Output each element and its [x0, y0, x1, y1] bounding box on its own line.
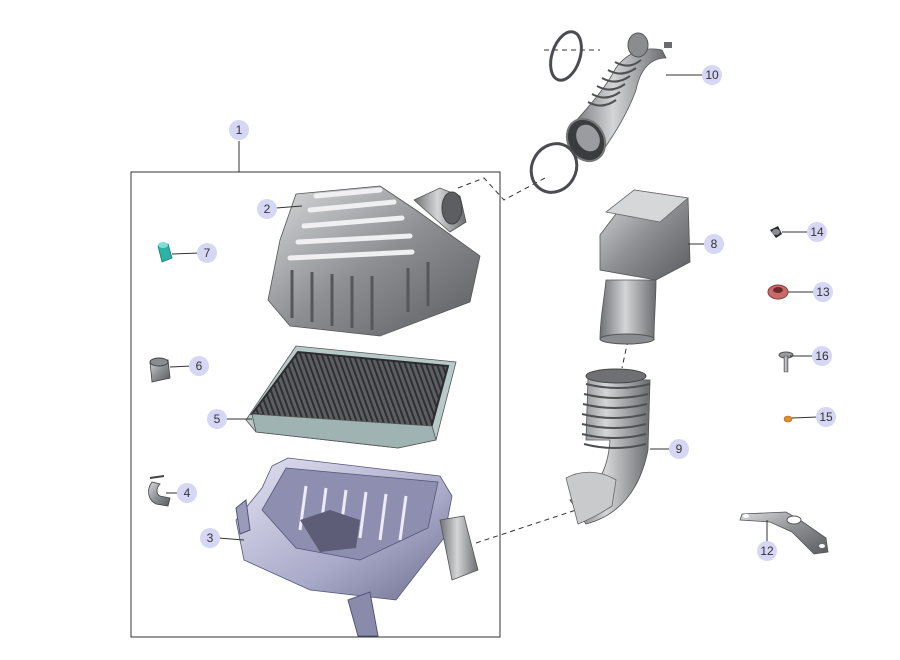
filter-box-part-3 — [235, 457, 479, 637]
air-filter-part-5 — [245, 345, 457, 449]
callout-10: 10 — [702, 65, 722, 85]
callout-15: 15 — [816, 407, 836, 427]
rubber-mount-part-6 — [149, 357, 171, 383]
callout-label: 5 — [214, 412, 221, 426]
leader-3 — [217, 537, 245, 541]
callout-label: 4 — [184, 486, 191, 500]
callout-5: 5 — [207, 409, 227, 429]
air-duct-part-8 — [599, 189, 691, 345]
leader-6 — [169, 365, 193, 368]
callout-label: 13 — [816, 285, 830, 299]
callout-14: 14 — [807, 222, 827, 242]
callout-label: 7 — [204, 246, 211, 260]
callout-label: 14 — [810, 225, 824, 239]
callout-3: 3 — [200, 528, 220, 548]
elbow-hose-part-9 — [565, 368, 651, 525]
callout-4: 4 — [177, 483, 197, 503]
callout-label: 1 — [236, 123, 243, 137]
dash-line-cover-to-hose — [457, 177, 546, 201]
callout-13: 13 — [813, 282, 833, 302]
callout-label: 6 — [196, 359, 203, 373]
assembly-frame — [130, 171, 501, 638]
callout-label: 12 — [760, 544, 774, 558]
leader-7 — [171, 252, 201, 255]
grommet-part-7 — [157, 242, 173, 263]
callout-12: 12 — [757, 541, 777, 561]
intake-hose-part-10 — [529, 30, 672, 194]
nut-part-14 — [770, 226, 782, 238]
bolt-part-16 — [778, 351, 794, 373]
callout-label: 8 — [711, 237, 718, 251]
bracket-part-12 — [739, 511, 829, 555]
leader-15 — [791, 416, 819, 419]
callout-6: 6 — [189, 356, 209, 376]
callout-label: 16 — [815, 349, 829, 363]
callout-16: 16 — [812, 346, 832, 366]
dash-line-box-to-hose — [475, 509, 577, 544]
callout-label: 15 — [819, 410, 833, 424]
filter-cover-part-2 — [267, 185, 481, 337]
grommet-part-13 — [767, 284, 789, 300]
callout-9: 9 — [669, 439, 689, 459]
dash-line-duct-to-hose — [621, 339, 629, 369]
callout-1: 1 — [229, 120, 249, 140]
callout-8: 8 — [704, 234, 724, 254]
callout-label: 9 — [676, 442, 683, 456]
callout-label: 2 — [264, 202, 271, 216]
callout-label: 10 — [705, 68, 719, 82]
callout-label: 3 — [207, 531, 214, 545]
clip-part-4 — [148, 475, 171, 507]
callout-2: 2 — [257, 199, 277, 219]
leader-2 — [275, 205, 303, 209]
callout-7: 7 — [197, 243, 217, 263]
clip-part-15 — [783, 415, 793, 423]
